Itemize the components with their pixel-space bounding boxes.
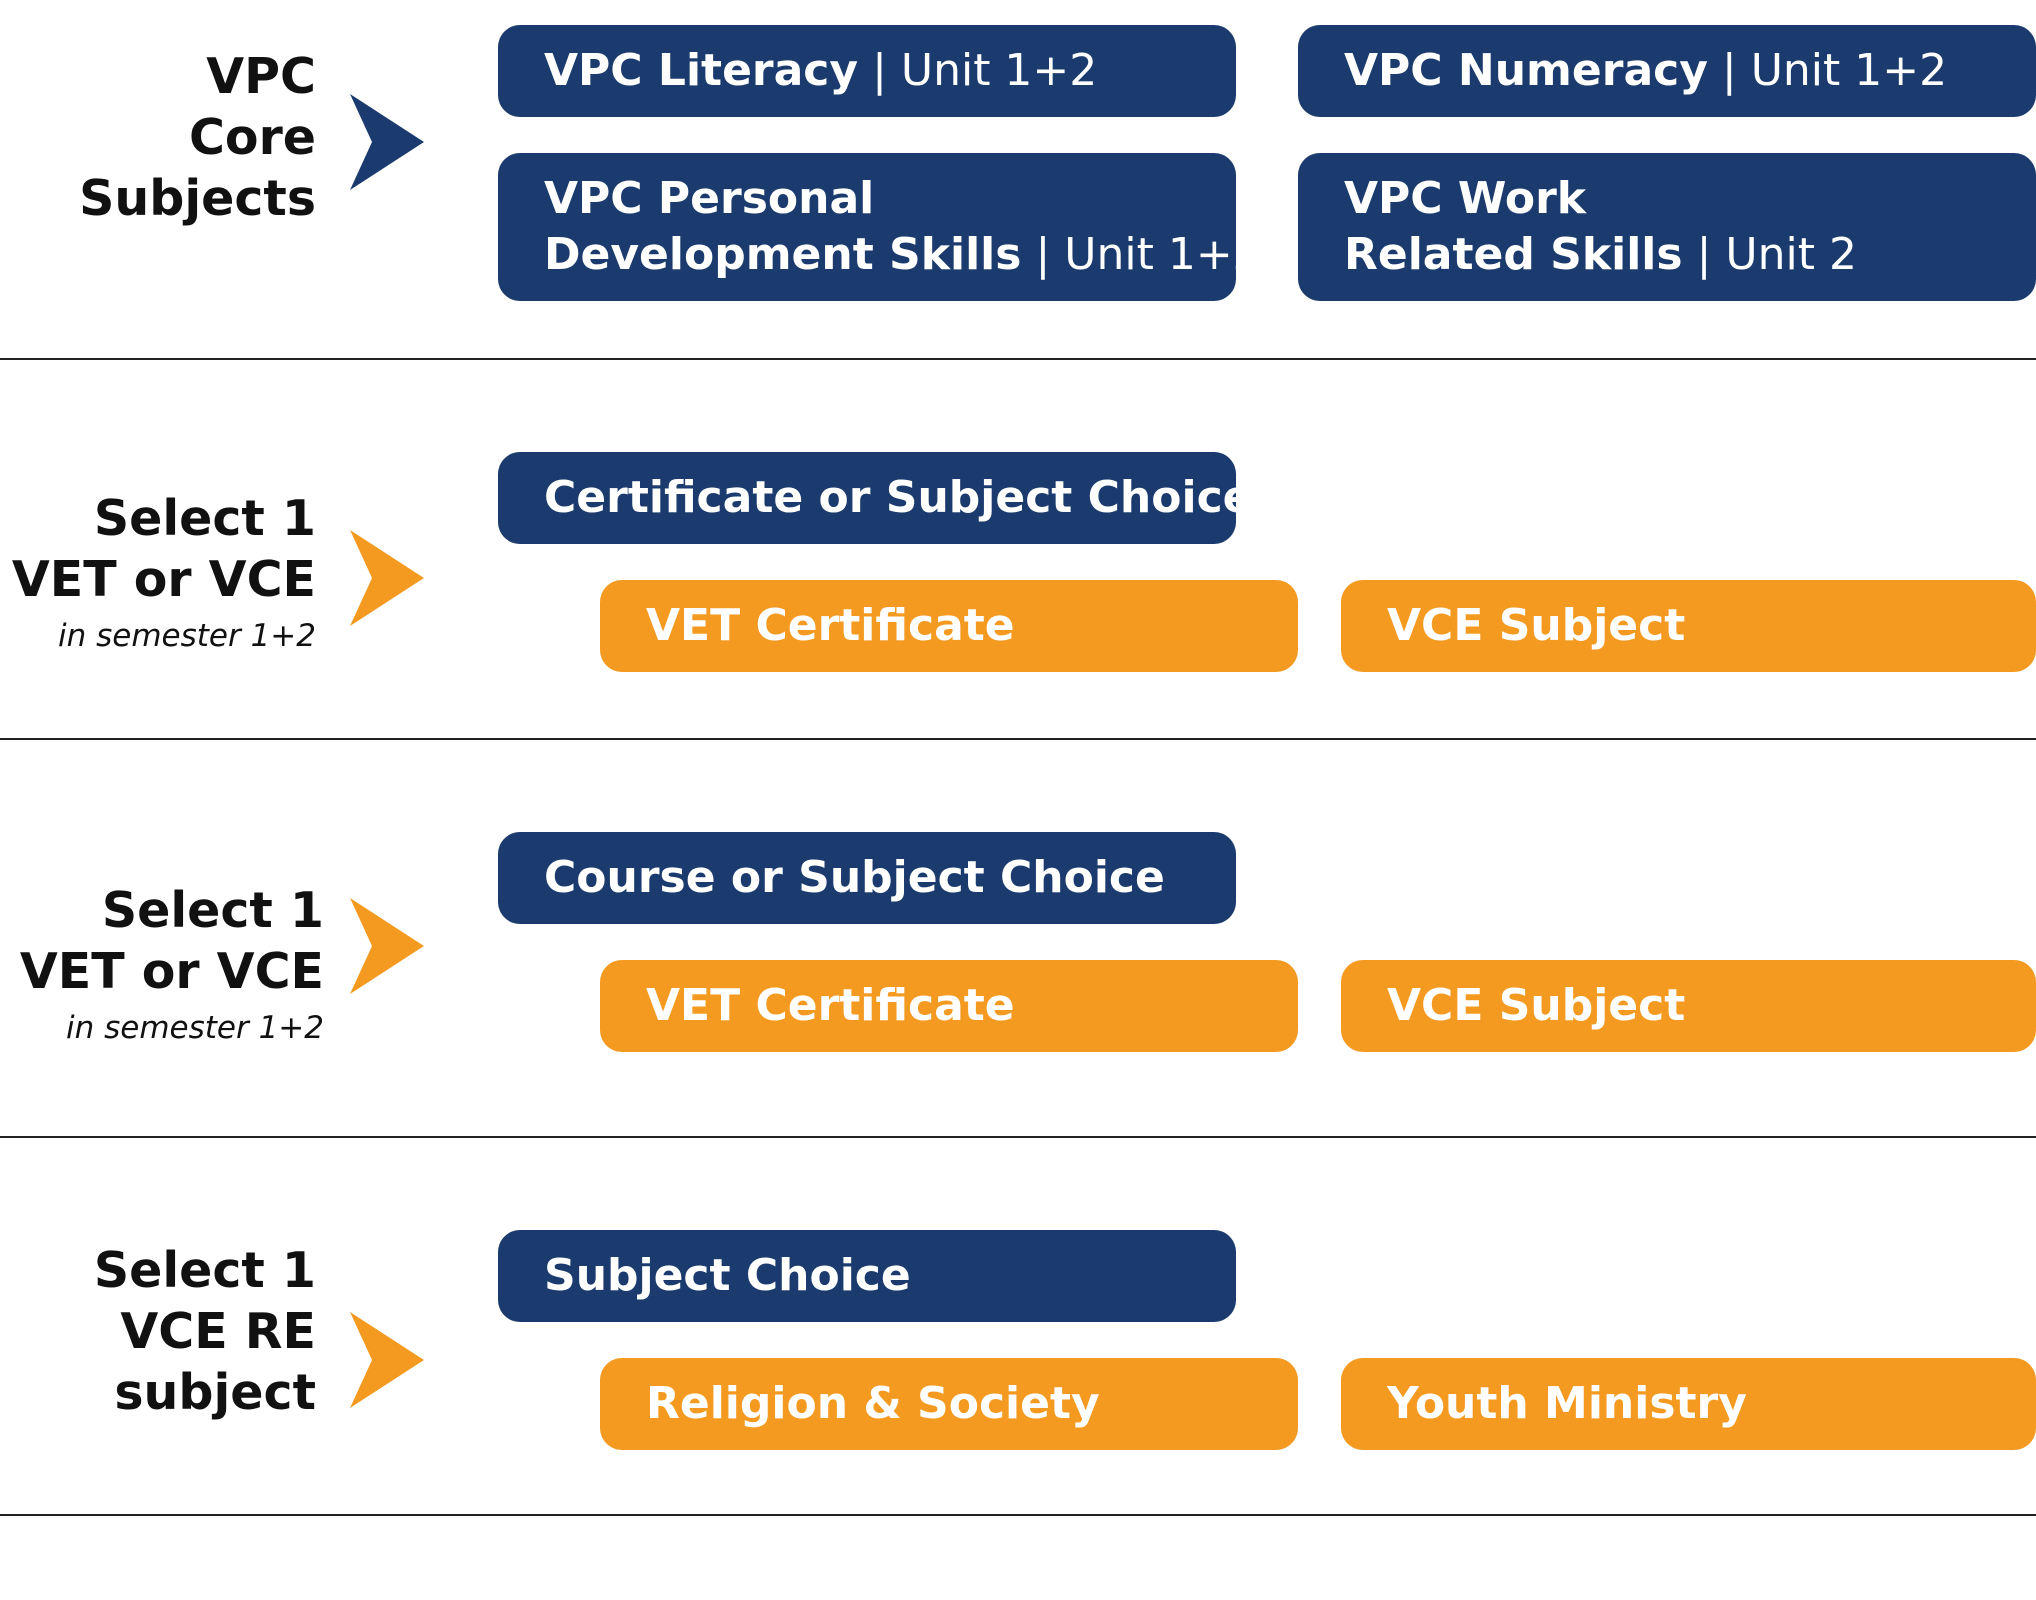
row-label-note: in semester 1+2 — [65, 1010, 324, 1046]
row-label-vet-vce: Select 1 VET or VCE in semester 1+2 — [20, 880, 324, 1050]
row-label-line: VET or VCE — [19, 943, 324, 1000]
option-label: VCE Subject — [1387, 980, 1686, 1031]
option-box-vet-certificate: VET Certificate — [600, 960, 1298, 1052]
subject-name-line2: Development Skills — [544, 229, 1022, 280]
row-divider — [0, 1514, 2036, 1516]
row-label-line: Select 1 — [93, 1242, 316, 1299]
row-label-vet-vce: Select 1 VET or VCE in semester 1+2 — [12, 488, 316, 658]
subject-unit: | Unit 1+2 — [1721, 45, 1948, 96]
choice-header-label: Subject Choice — [544, 1250, 911, 1301]
option-box-youth-ministry: Youth Ministry — [1341, 1358, 2036, 1450]
chevron-right-icon — [350, 94, 424, 190]
row-label-line: Select 1 — [101, 882, 324, 939]
chevron-right-icon — [350, 1312, 424, 1408]
row-label-core: VPC Core Subjects — [79, 46, 316, 229]
subject-box-literacy: VPC Literacy | Unit 1+2 — [498, 25, 1236, 117]
row-divider — [0, 1136, 2036, 1138]
row-label-line: Subjects — [79, 170, 316, 227]
choice-header-label: Certificate or Subject Choice — [544, 472, 1253, 523]
subject-unit: | Unit 1+2 — [872, 45, 1098, 96]
chevron-right-icon — [350, 530, 424, 626]
row-label-line: Select 1 — [93, 490, 316, 547]
option-box-vce-subject: VCE Subject — [1341, 580, 2036, 672]
option-label: Religion & Society — [646, 1378, 1100, 1429]
choice-header-box: Course or Subject Choice — [498, 832, 1236, 924]
subject-name-line1: VPC Personal — [544, 173, 875, 224]
row-label-note: in semester 1+2 — [57, 618, 316, 654]
subject-unit: | Unit 2 — [1696, 229, 1857, 280]
option-box-vce-subject: VCE Subject — [1341, 960, 2036, 1052]
subject-box-work-related: VPC Work Related Skills | Unit 2 — [1298, 153, 2036, 301]
choice-header-box: Certificate or Subject Choice — [498, 452, 1253, 544]
option-box-vet-certificate: VET Certificate — [600, 580, 1298, 672]
subject-name-line1: VPC Work — [1344, 173, 1587, 224]
row-label-vce-re: Select 1 VCE RE subject — [94, 1240, 316, 1423]
subject-unit: | Unit 1+2 — [1035, 229, 1261, 280]
subject-box-personal-development: VPC Personal Development Skills | Unit 1… — [498, 153, 1261, 301]
choice-header-box: Subject Choice — [498, 1230, 1236, 1322]
row-label-line: VET or VCE — [11, 551, 316, 608]
subject-box-numeracy: VPC Numeracy | Unit 1+2 — [1298, 25, 2036, 117]
choice-header-label: Course or Subject Choice — [544, 852, 1165, 903]
subject-name: VPC Literacy — [544, 45, 859, 96]
row-divider — [0, 738, 2036, 740]
chevron-right-icon — [350, 898, 424, 994]
option-label: VET Certificate — [646, 600, 1015, 651]
option-label: VET Certificate — [646, 980, 1015, 1031]
subject-name-line2: Related Skills — [1344, 229, 1683, 280]
option-label: Youth Ministry — [1387, 1378, 1747, 1429]
row-divider — [0, 358, 2036, 360]
option-box-religion-society: Religion & Society — [600, 1358, 1298, 1450]
row-label-line: subject — [114, 1364, 316, 1421]
row-label-line: VPC — [206, 48, 316, 105]
row-label-line: VCE RE — [120, 1303, 316, 1360]
row-label-line: Core — [188, 109, 316, 166]
option-label: VCE Subject — [1387, 600, 1686, 651]
subject-name: VPC Numeracy — [1344, 45, 1708, 96]
